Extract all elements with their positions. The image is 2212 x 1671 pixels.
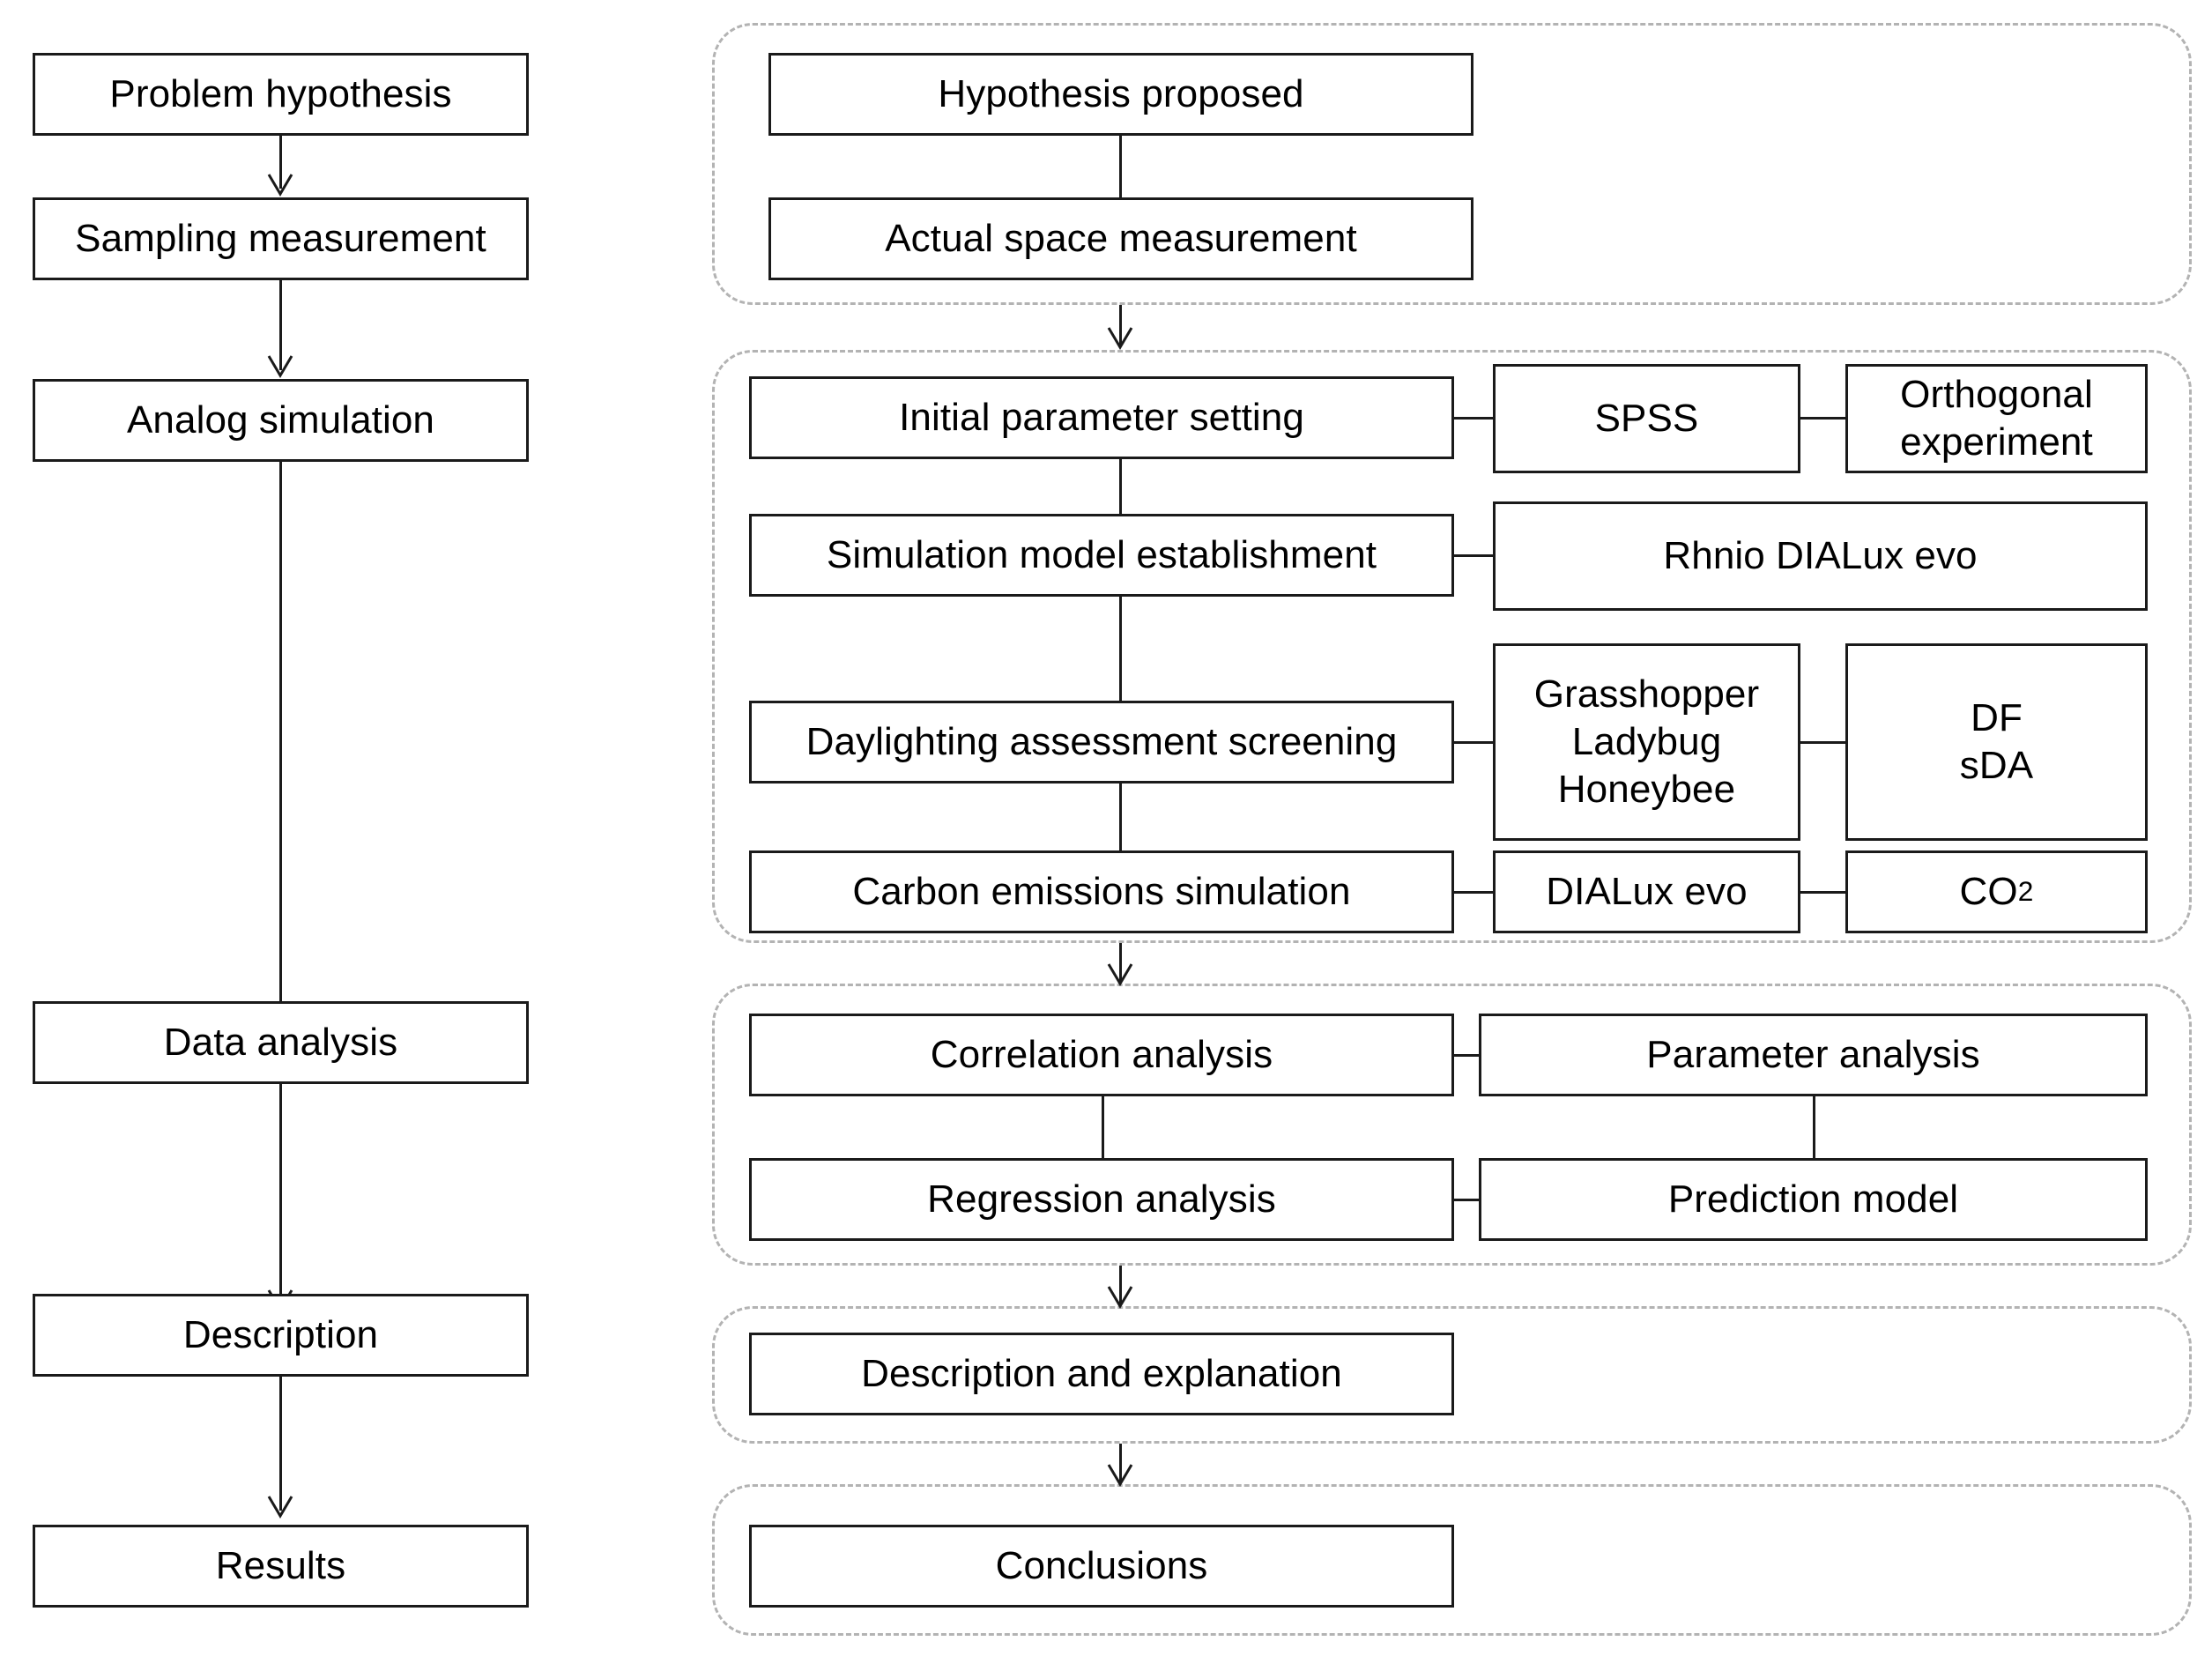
- connector-spss-to-orthogonal: [1800, 417, 1847, 420]
- node-description[interactable]: Description: [33, 1294, 529, 1377]
- node-initial-parameter-setting[interactable]: Initial parameter setting: [749, 376, 1454, 459]
- connector-simmodel-to-daylighting: [1119, 597, 1122, 704]
- metric-line-df: DF: [1971, 696, 2023, 740]
- arrow-group1-to-group2: [1107, 326, 1133, 353]
- plugin-line-2: Ladybug: [1571, 720, 1722, 764]
- connector-dialux-to-co2: [1800, 891, 1847, 894]
- node-simulation-model-establishment[interactable]: Simulation model establishment: [749, 514, 1454, 597]
- co2-base: CO: [1959, 870, 2018, 914]
- arrow-group4-to-group5: [1107, 1463, 1133, 1489]
- connector-group2-to-group3: [1119, 943, 1122, 982]
- node-problem-hypothesis[interactable]: Problem hypothesis: [33, 53, 529, 136]
- node-daylighting-assessment-screening[interactable]: Daylighting assessment screening: [749, 701, 1454, 784]
- arrow-group2-to-group3: [1107, 962, 1133, 989]
- connector-correlation-to-regression: [1102, 1096, 1104, 1158]
- node-results[interactable]: Results: [33, 1525, 529, 1608]
- connector-group4-to-group5: [1119, 1444, 1122, 1482]
- group-analysis: [712, 984, 2192, 1266]
- arrow-left-1: [267, 173, 293, 199]
- group-conclusions: [712, 1484, 2192, 1636]
- node-parameter-analysis[interactable]: Parameter analysis: [1479, 1014, 2148, 1096]
- group-description: [712, 1306, 2192, 1444]
- connector-left-3: [279, 462, 282, 1026]
- node-metric-orthogonal-experiment[interactable]: Orthogonal experiment: [1845, 364, 2148, 473]
- connector-group3-to-group4: [1119, 1266, 1122, 1304]
- connector-group1-to-group2: [1119, 305, 1122, 345]
- node-hypothesis-proposed[interactable]: Hypothesis proposed: [768, 53, 1473, 136]
- orthogonal-line-2: experiment: [1900, 420, 2093, 464]
- arrow-left-5: [267, 1495, 293, 1521]
- connector-regression-to-prediction: [1454, 1199, 1481, 1201]
- node-prediction-model[interactable]: Prediction model: [1479, 1158, 2148, 1241]
- node-data-analysis[interactable]: Data analysis: [33, 1001, 529, 1084]
- co2-subscript: 2: [2017, 875, 2034, 908]
- node-correlation-analysis[interactable]: Correlation analysis: [749, 1014, 1454, 1096]
- metric-line-sda: sDA: [1959, 744, 2034, 787]
- node-metric-df-sda[interactable]: DF sDA: [1845, 643, 2148, 841]
- group-simulation: [712, 350, 2192, 943]
- connector-left-1: [279, 136, 282, 189]
- connector-left-5: [279, 1377, 282, 1511]
- connector-daylighting-to-carbon: [1119, 784, 1122, 854]
- plugin-line-3: Honeybee: [1557, 767, 1736, 811]
- node-carbon-emissions-simulation[interactable]: Carbon emissions simulation: [749, 850, 1454, 933]
- node-description-and-explanation[interactable]: Description and explanation: [749, 1333, 1454, 1415]
- connector-left-4: [279, 1084, 282, 1304]
- node-sampling-measurement[interactable]: Sampling measurement: [33, 197, 529, 280]
- connector-plugins-to-metrics: [1800, 741, 1847, 744]
- node-tool-rhino-dialux[interactable]: Rhnio DIALux evo: [1493, 501, 2148, 611]
- connector-simmodel-to-tools: [1454, 554, 1495, 557]
- node-tool-spss[interactable]: SPSS: [1493, 364, 1800, 473]
- node-tool-grasshopper-ladybug-honeybee[interactable]: Grasshopper Ladybug Honeybee: [1493, 643, 1800, 841]
- connector-hyp-to-actual: [1119, 136, 1122, 197]
- connector-left-2: [279, 280, 282, 370]
- orthogonal-line-1: Orthogonal: [1900, 373, 2093, 417]
- group-hypothesis: [712, 23, 2192, 305]
- arrow-group3-to-group4: [1107, 1285, 1133, 1311]
- node-conclusions[interactable]: Conclusions: [749, 1525, 1454, 1608]
- plugin-line-1: Grasshopper: [1533, 672, 1760, 717]
- connector-initparam-to-simmodel: [1119, 459, 1122, 517]
- connector-daylighting-to-plugins: [1454, 741, 1495, 744]
- node-regression-analysis[interactable]: Regression analysis: [749, 1158, 1454, 1241]
- connector-parameter-to-prediction: [1813, 1096, 1815, 1158]
- node-analog-simulation[interactable]: Analog simulation: [33, 379, 529, 462]
- node-tool-dialux-evo[interactable]: DIALux evo: [1493, 850, 1800, 933]
- node-actual-space-measurement[interactable]: Actual space measurement: [768, 197, 1473, 280]
- connector-carbon-to-dialux: [1454, 891, 1495, 894]
- connector-initparam-to-spss: [1454, 417, 1495, 420]
- connector-correlation-to-parameter: [1454, 1054, 1481, 1057]
- arrow-left-2: [267, 354, 293, 381]
